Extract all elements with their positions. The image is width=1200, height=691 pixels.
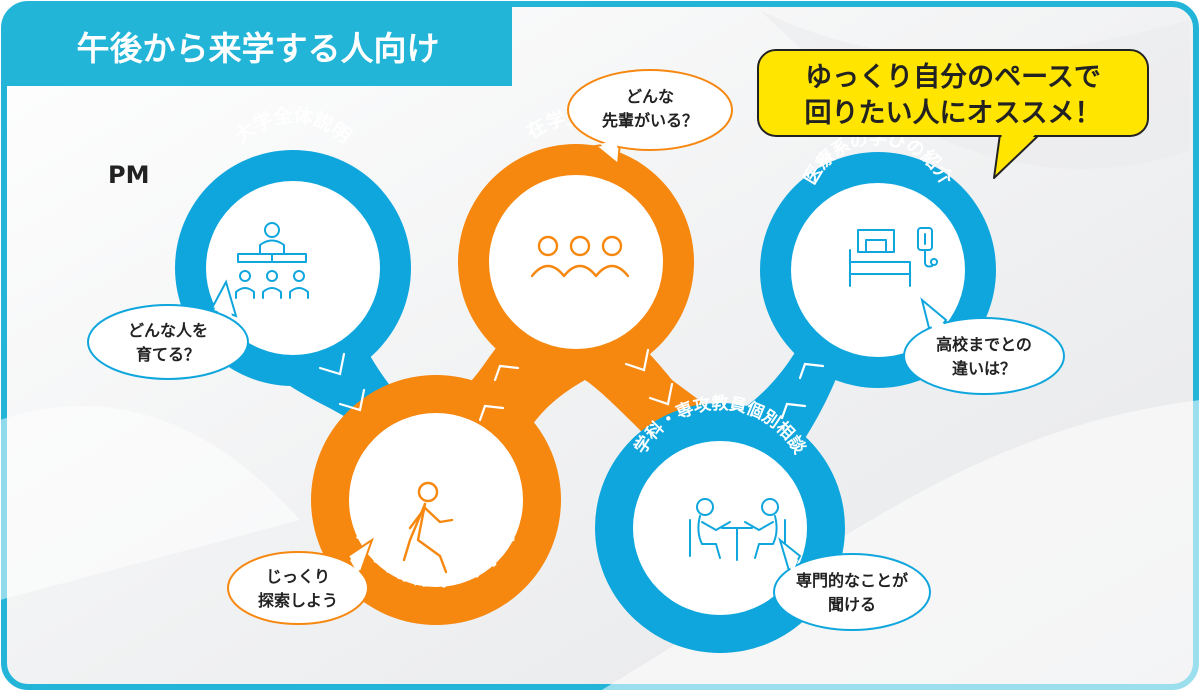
direction-chevron	[798, 362, 825, 380]
three-people-icon	[530, 235, 630, 278]
speech-bubble-specialized: 専門的なことが 聞ける	[773, 537, 931, 631]
callout-line: 回りたい人にオススメ！	[805, 98, 1102, 129]
header-title: 午後から来学する人向け	[77, 29, 440, 68]
direction-chevron	[648, 382, 674, 406]
station-inner-circle	[206, 181, 380, 355]
station-inner-circle	[791, 183, 965, 357]
station-campus-free-walk: キャンパスフリーウォーク	[311, 375, 561, 625]
hospital-bed-icon	[849, 227, 938, 287]
bubble-line: 育てる？	[136, 345, 200, 364]
bubble-line: 探索しよう	[258, 591, 338, 610]
direction-chevron	[318, 352, 346, 376]
bubble-line: 高校までとの	[936, 335, 1032, 354]
speech-bubble-what-people: どんな人を 育てる？	[87, 279, 249, 380]
speech-bubble-seniors: どんな 先輩がいる？	[567, 69, 733, 166]
bubble-line: どんな人を	[128, 321, 208, 340]
bubble-line: 先輩がいる？	[602, 111, 698, 130]
header-tab	[4, 4, 512, 86]
direction-chevron	[478, 404, 505, 422]
direction-chevron	[338, 388, 366, 412]
speech-bubble-difference: 高校までとの 違いは？	[903, 297, 1065, 395]
station-inner-circle	[489, 175, 663, 349]
recommendation-callout: ゆっくり自分のペースで 回りたい人にオススメ！	[757, 49, 1149, 179]
direction-chevron	[493, 364, 520, 382]
session-label: PM	[108, 161, 149, 189]
speech-bubble-explore: じっくり 探索しよう	[227, 537, 374, 625]
callout-line: ゆっくり自分のペースで	[805, 61, 1101, 93]
direction-chevron	[780, 402, 807, 420]
walking-person-icon	[402, 481, 454, 574]
bubble-line: どんな	[626, 87, 674, 106]
bubble-line: じっくり	[266, 567, 330, 586]
bubble-line: 違いは？	[952, 359, 1016, 378]
bubble-line: 聞ける	[828, 595, 876, 614]
direction-chevron	[624, 348, 650, 372]
bubble-line: 専門的なことが	[796, 571, 908, 590]
consultation-icon	[689, 498, 786, 561]
lecture-icon	[235, 222, 309, 299]
station-inner-circle	[349, 413, 523, 587]
background-swoosh	[0, 406, 300, 600]
